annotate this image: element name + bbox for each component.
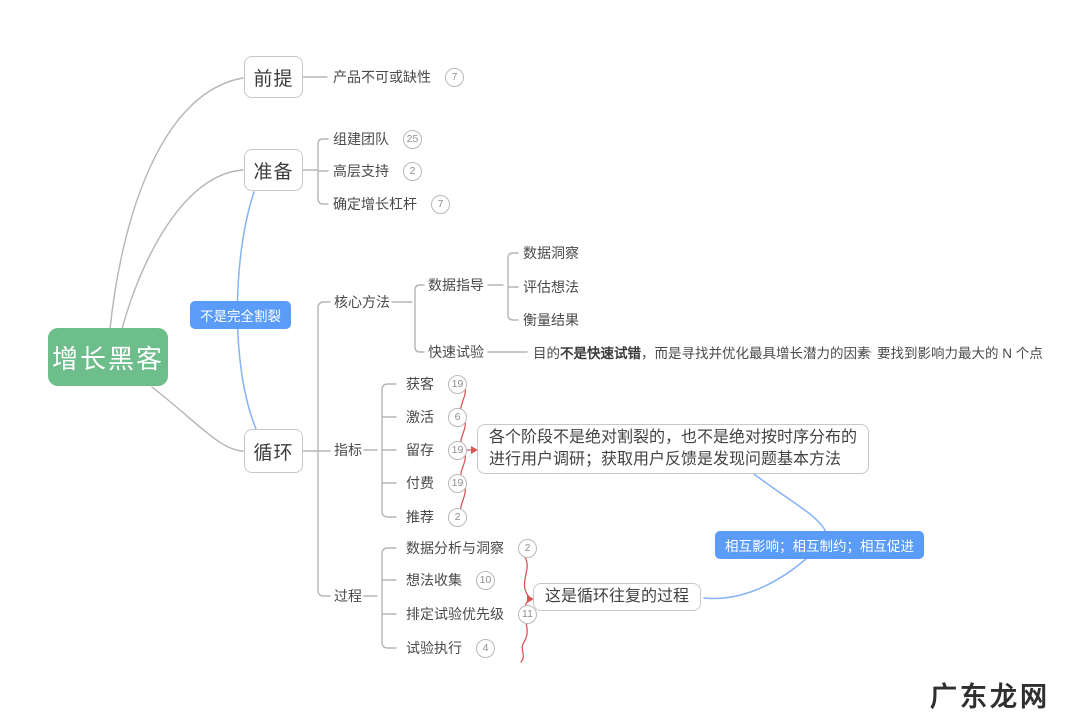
- leaf-build-team[interactable]: 组建团队 25: [333, 128, 422, 150]
- leaf-label: 付费: [406, 475, 434, 491]
- leaf-label: 想法收集: [406, 572, 462, 588]
- node-prepare-label: 准备: [253, 161, 294, 183]
- leaf-label: 要找到影响力最大的 N 个点: [877, 346, 1043, 361]
- relation-label-text: 不是完全割裂: [200, 309, 281, 324]
- leaf-label: 高层支持: [333, 163, 389, 179]
- leaf-acquisition[interactable]: 获客 19: [406, 373, 467, 395]
- count-badge[interactable]: 19: [448, 473, 467, 493]
- leaf-label: 评估想法: [523, 279, 579, 295]
- count-badge[interactable]: 11: [518, 604, 537, 624]
- node-premise[interactable]: 前提: [244, 56, 303, 98]
- leaf-label: 推荐: [406, 509, 434, 525]
- count-badge[interactable]: 2: [403, 161, 422, 181]
- callout-line: 进行用户调研；获取用户反馈是发现问题基本方法: [489, 451, 842, 468]
- leaf-growth-lever[interactable]: 确定增长杠杆 7: [333, 193, 450, 215]
- leaf-product-indispensability[interactable]: 产品不可或缺性 7: [333, 66, 464, 88]
- leaf-label: 排定试验优先级: [406, 606, 504, 622]
- leaf-label: 衡量结果: [523, 312, 579, 328]
- count-badge[interactable]: 7: [431, 194, 450, 214]
- node-prepare[interactable]: 准备: [244, 149, 303, 191]
- count-badge[interactable]: 2: [448, 507, 467, 527]
- callout-cycle-note[interactable]: 这是循环往复的过程: [533, 583, 702, 611]
- callout-stages-note[interactable]: 各个阶段不是绝对割裂的，也不是绝对按时序分布的 进行用户调研；获取用户反馈是发现…: [477, 424, 870, 474]
- leaf-label: 组建团队: [333, 131, 389, 147]
- callout-line: 这是循环往复的过程: [545, 588, 690, 605]
- leaf-label: 试验执行: [406, 640, 462, 656]
- relation-label-mutual[interactable]: 相互影响；相互制约；相互促进: [715, 531, 924, 559]
- count-badge[interactable]: 25: [403, 129, 422, 149]
- leaf-biggest-impact-points[interactable]: 要找到影响力最大的 N 个点: [877, 341, 1043, 363]
- count-badge[interactable]: 19: [448, 440, 467, 460]
- leaf-data-insight[interactable]: 数据洞察: [523, 242, 579, 264]
- count-badge[interactable]: 7: [445, 67, 464, 87]
- leaf-activation[interactable]: 激活 6: [406, 406, 467, 428]
- count-badge[interactable]: 2: [518, 538, 537, 558]
- watermark-logo: 广东龙网: [930, 682, 1050, 712]
- count-badge[interactable]: 4: [476, 638, 495, 658]
- node-premise-label: 前提: [253, 68, 294, 90]
- leaf-experiment-priority[interactable]: 排定试验优先级 11: [406, 603, 537, 625]
- branch-data-guide[interactable]: 数据指导: [428, 274, 484, 296]
- leaf-experiment-execution[interactable]: 试验执行 4: [406, 637, 495, 659]
- count-badge[interactable]: 6: [448, 407, 467, 427]
- leaf-label: 获客: [406, 376, 434, 392]
- relation-label-text: 相互影响；相互制约；相互促进: [725, 539, 914, 554]
- leaf-label: 数据分析与洞察: [406, 540, 504, 556]
- branch-label: 核心方法: [334, 294, 390, 310]
- leaf-retention[interactable]: 留存 19: [406, 439, 467, 461]
- leaf-label: 激活: [406, 409, 434, 425]
- leaf-experiment-purpose[interactable]: 目的不是快速试错，而是寻找并优化最具增长潜力的因素: [533, 341, 871, 363]
- node-loop-label: 循环: [253, 442, 294, 464]
- count-badge[interactable]: 10: [476, 570, 495, 590]
- node-loop[interactable]: 循环: [244, 429, 303, 473]
- count-badge[interactable]: 19: [448, 374, 467, 394]
- leaf-label: 确定增长杠杆: [333, 196, 417, 212]
- branch-label: 过程: [334, 588, 362, 604]
- leaf-label: 目的不是快速试错，而是寻找并优化最具增长潜力的因素: [533, 346, 871, 361]
- branch-label: 快速试验: [428, 344, 484, 360]
- leaf-data-analysis-insight[interactable]: 数据分析与洞察 2: [406, 537, 537, 559]
- leaf-label: 产品不可或缺性: [333, 69, 431, 85]
- branch-label: 数据指导: [428, 277, 484, 293]
- callout-line: 各个阶段不是绝对割裂的，也不是绝对按时序分布的: [489, 429, 858, 446]
- leaf-measure-results[interactable]: 衡量结果: [523, 309, 579, 331]
- leaf-referral[interactable]: 推荐 2: [406, 506, 467, 528]
- leaf-evaluate-ideas[interactable]: 评估想法: [523, 276, 579, 298]
- leaf-executive-support[interactable]: 高层支持 2: [333, 160, 422, 182]
- branch-label: 指标: [334, 442, 362, 458]
- leaf-label: 留存: [406, 442, 434, 458]
- branch-fast-experiment[interactable]: 快速试验: [428, 341, 484, 363]
- branch-process[interactable]: 过程: [334, 585, 362, 607]
- root-node-label: 增长黑客: [51, 343, 164, 374]
- root-node[interactable]: 增长黑客: [48, 328, 168, 386]
- relation-label-not-split[interactable]: 不是完全割裂: [190, 301, 291, 329]
- leaf-idea-collection[interactable]: 想法收集 10: [406, 569, 495, 591]
- branch-metrics[interactable]: 指标: [334, 439, 362, 461]
- leaf-monetization[interactable]: 付费 19: [406, 472, 467, 494]
- branch-core-method[interactable]: 核心方法: [334, 291, 390, 313]
- leaf-label: 数据洞察: [523, 245, 579, 261]
